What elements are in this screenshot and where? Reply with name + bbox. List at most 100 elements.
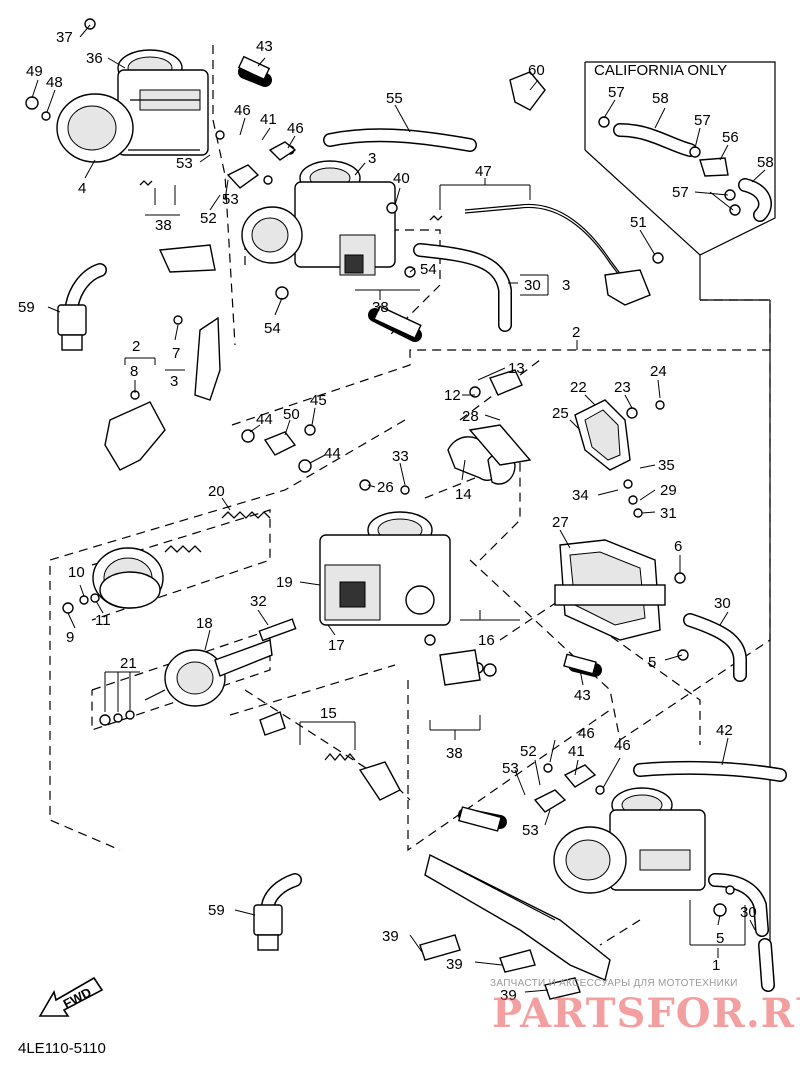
part-label-32: 32 xyxy=(250,593,267,610)
part-label-43b: 43 xyxy=(574,687,591,704)
carburetor-top-left xyxy=(56,49,209,163)
part-label-16: 16 xyxy=(478,632,495,649)
part-label-2b: 2 xyxy=(572,324,580,341)
part-label-51: 51 xyxy=(630,214,647,231)
part-label-53c: 53 xyxy=(502,760,519,777)
part-label-25: 25 xyxy=(552,405,569,422)
part-label-43a: 43 xyxy=(256,38,273,55)
part-label-24: 24 xyxy=(650,363,667,380)
part-label-53d: 53 xyxy=(522,822,539,839)
watermark-tagline: ЗАПЧАСТИ И АКСЕССУАРЫ ДЛЯ МОТОТЕХНИКИ xyxy=(490,978,738,989)
part-label-5a: 5 xyxy=(648,654,656,671)
part-label-39c: 39 xyxy=(500,987,517,1004)
part-label-6: 6 xyxy=(674,538,682,555)
carburetor-top-center xyxy=(241,160,396,276)
part-label-2a: 2 xyxy=(132,338,140,355)
part-label-12: 12 xyxy=(444,387,461,404)
part-label-9: 9 xyxy=(66,629,74,646)
part-label-45: 45 xyxy=(310,392,327,409)
float-chamber xyxy=(554,539,666,641)
part-label-38a: 38 xyxy=(155,217,172,234)
part-label-46d: 46 xyxy=(614,737,631,754)
part-label-35: 35 xyxy=(658,457,675,474)
part-label-57a: 57 xyxy=(608,84,625,101)
hoses xyxy=(65,65,787,992)
part-label-3b: 3 xyxy=(170,373,178,390)
part-label-7: 7 xyxy=(172,345,180,362)
part-label-8: 8 xyxy=(130,363,138,380)
part-label-23: 23 xyxy=(614,379,631,396)
carburetor-bottom-right xyxy=(553,787,706,894)
callout-leaders xyxy=(31,24,766,993)
part-label-57c: 57 xyxy=(672,184,689,201)
part-label-46a: 46 xyxy=(234,102,251,119)
part-label-44a: 44 xyxy=(256,411,273,428)
part-label-37: 37 xyxy=(56,29,73,46)
part-label-49: 49 xyxy=(26,63,43,80)
diagram-code: 4LE110-5110 xyxy=(18,1040,106,1057)
part-label-42: 42 xyxy=(716,722,733,739)
part-label-56: 56 xyxy=(722,129,739,146)
mounting-plate-bottom xyxy=(424,853,611,981)
part-label-5b: 5 xyxy=(716,930,724,947)
part-label-50: 50 xyxy=(283,406,300,423)
part-label-41a: 41 xyxy=(260,111,277,128)
forward-arrow-icon: FWD xyxy=(38,976,104,1017)
part-label-29: 29 xyxy=(660,482,677,499)
part-label-57b: 57 xyxy=(694,112,711,129)
part-label-60: 60 xyxy=(528,62,545,79)
throttle-cable-bracket xyxy=(104,269,651,471)
part-label-48: 48 xyxy=(46,74,63,91)
part-label-31: 31 xyxy=(660,505,677,522)
part-label-30a: 30 xyxy=(524,277,541,294)
small-hardware xyxy=(25,18,741,917)
part-label-38c: 38 xyxy=(446,745,463,762)
part-label-17: 17 xyxy=(328,637,345,654)
part-label-46b: 46 xyxy=(287,120,304,137)
part-number-labels: 37 36 49 48 4 43 46 41 46 53 53 52 38 3 … xyxy=(18,29,774,1004)
part-label-30c: 30 xyxy=(740,904,757,921)
part-label-53a: 53 xyxy=(176,155,193,172)
part-label-13: 13 xyxy=(508,360,525,377)
part-label-55: 55 xyxy=(386,90,403,107)
part-label-58b: 58 xyxy=(757,154,774,171)
watermark-logo: PARTSFOR.RU xyxy=(492,990,800,1037)
carburetor-center-main xyxy=(319,511,451,626)
part-label-59a: 59 xyxy=(18,299,35,316)
vacuum-chamber-cover xyxy=(92,547,164,609)
part-label-40: 40 xyxy=(393,170,410,187)
part-label-58a: 58 xyxy=(652,90,669,107)
part-label-39b: 39 xyxy=(446,956,463,973)
part-label-52b: 52 xyxy=(520,743,537,760)
part-label-54a: 54 xyxy=(420,261,437,278)
part-label-41b: 41 xyxy=(568,743,585,760)
part-label-38b: 38 xyxy=(372,299,389,316)
choke-plate-bracket xyxy=(574,399,631,471)
part-label-15: 15 xyxy=(320,705,337,722)
part-label-47: 47 xyxy=(475,163,492,180)
part-label-3a: 3 xyxy=(368,150,376,167)
part-label-14: 14 xyxy=(455,486,472,503)
part-label-26: 26 xyxy=(377,479,394,496)
part-label-46c: 46 xyxy=(578,725,595,742)
part-label-28: 28 xyxy=(462,408,479,425)
part-label-10: 10 xyxy=(68,564,85,581)
california-only-title: CALIFORNIA ONLY xyxy=(594,62,728,79)
intake-joints xyxy=(57,304,283,951)
piston-valve-diaphragm xyxy=(144,639,273,707)
part-label-21: 21 xyxy=(120,655,137,672)
part-label-39a: 39 xyxy=(382,928,399,945)
bracket-label-30-3: 3 xyxy=(562,277,570,294)
part-label-53b: 53 xyxy=(222,191,239,208)
part-label-59b: 59 xyxy=(208,902,225,919)
part-label-27: 27 xyxy=(552,514,569,531)
part-label-11: 11 xyxy=(95,612,111,629)
part-label-33: 33 xyxy=(392,448,409,465)
part-label-54b: 54 xyxy=(264,320,281,337)
fittings xyxy=(158,71,729,1000)
part-label-20: 20 xyxy=(208,483,225,500)
part-label-52a: 52 xyxy=(200,210,217,227)
california-only-box xyxy=(584,61,776,960)
part-label-19: 19 xyxy=(276,574,293,591)
